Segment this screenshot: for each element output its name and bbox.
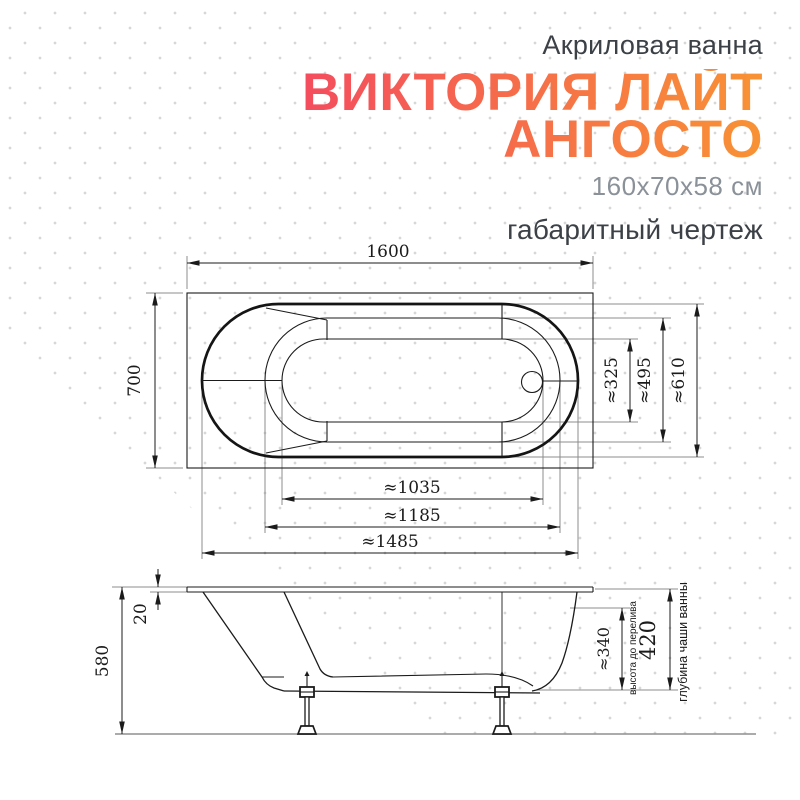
- leg-right: [491, 671, 513, 735]
- inner-wall-right-curve: [531, 591, 578, 692]
- dim-1035: ≈1035: [282, 478, 543, 502]
- dim-495: ≈495: [635, 318, 666, 442]
- dim-label-20: 20: [131, 603, 151, 625]
- dim-610: ≈610: [669, 304, 700, 457]
- dim-1485: ≈1485: [202, 532, 578, 556]
- dim-label-610: ≈610: [669, 357, 689, 404]
- bowl-bottom-line: [332, 673, 534, 687]
- dim-label-495: ≈495: [635, 357, 655, 404]
- dim-label-580: 580: [93, 645, 113, 677]
- dim-label-325: ≈325: [602, 357, 622, 404]
- top-view-drawing: 1600 700 ≈325 ≈495 ≈610 ≈1035: [125, 242, 704, 559]
- extension-lines-top-view: [146, 256, 704, 559]
- dim-width-700: 700: [125, 293, 158, 468]
- rim-profile: [186, 586, 594, 593]
- tub-rim-inner-edge: [264, 317, 561, 443]
- overflow-height-label: высота до перелива: [628, 601, 639, 695]
- header: Акриловая ванна ВИКТОРИЯ ЛАЙТ АНГОСТО 16…: [302, 30, 763, 246]
- product-type-subtitle: Акриловая ванна: [542, 30, 763, 60]
- inner-wall-left-slope: [283, 591, 334, 678]
- dim-label-1485: ≈1485: [361, 532, 419, 552]
- dim-height-580: 580: [93, 587, 125, 734]
- drain-hole: [520, 370, 544, 394]
- leg-left: [296, 671, 318, 735]
- outer-wall-left-slope: [202, 591, 285, 692]
- dim-1185: ≈1185: [265, 506, 560, 530]
- dim-325: ≈325: [602, 339, 633, 422]
- bowl-depth-label: глубина чаши ванны: [676, 582, 690, 702]
- dim-length-1600: 1600: [187, 242, 593, 266]
- head-end-taper-lines: [265, 307, 328, 454]
- dim-label-700: 700: [125, 364, 145, 396]
- extension-lines-side-view: [112, 586, 678, 691]
- dim-label-1035: ≈1035: [383, 478, 441, 498]
- dim-overflow-340: ≈340 высота до перелива: [594, 601, 639, 695]
- center-axis-lines: [202, 379, 578, 382]
- dim-depth-420: 420 глубина чаши ванны: [636, 582, 690, 702]
- tub-bowl-bottom-outline: [281, 338, 544, 423]
- dim-rim-20: 20: [131, 569, 161, 625]
- dim-label-1185: ≈1185: [383, 506, 441, 526]
- dim-label-1600: 1600: [366, 242, 409, 262]
- drawing-caption: габаритный чертеж: [507, 214, 763, 245]
- dim-label-420: 420: [636, 620, 660, 660]
- side-view-drawing: 580 20 ≈340 высота до перелива 420 глуби…: [93, 569, 756, 735]
- dim-label-340: ≈340: [594, 627, 613, 671]
- product-dimensions: 160х70х58 см: [591, 171, 763, 201]
- tub-plan-outer-rect: [186, 292, 594, 469]
